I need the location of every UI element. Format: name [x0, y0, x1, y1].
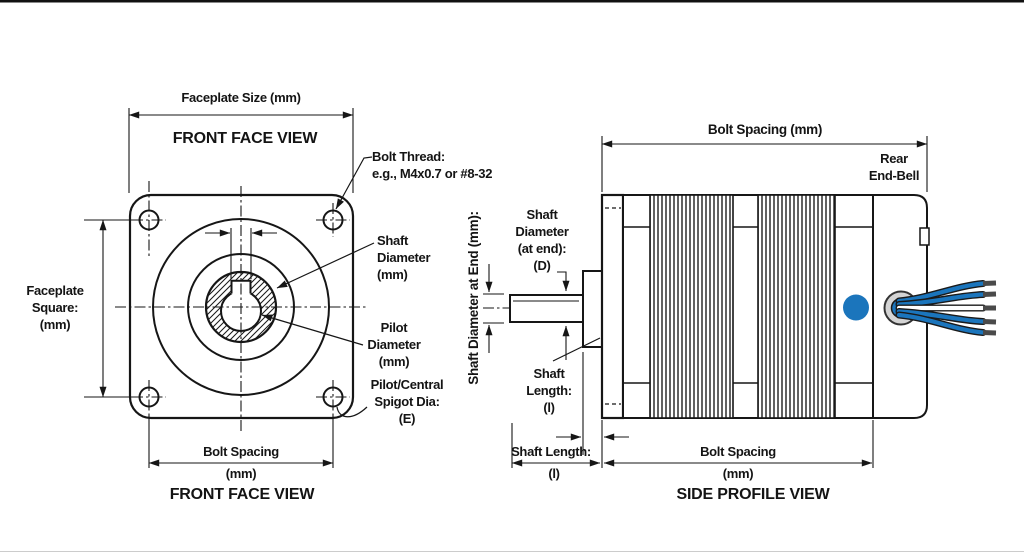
dim-unit-bolt-spacing-bottom: (mm): [722, 466, 754, 481]
callout-rear-end-bell: Rear End-Bell: [868, 151, 920, 183]
callout-pilot-diameter: Pilot Diameter (mm): [367, 320, 421, 369]
lamination-stack-rear: [757, 194, 836, 419]
shaft-length-leader: [552, 337, 601, 362]
dim-label-bolt-spacing-top: Bolt Spacing (mm): [707, 122, 823, 137]
wire-4: [896, 309, 986, 324]
pilot-diameter-leader: [261, 314, 364, 346]
dim-label-shaft-length: Shaft Length:: [511, 444, 591, 459]
callout-shaft-dia-at-end: Shaft Diameter (at end): (D): [515, 207, 569, 273]
pilot-spigot-leader: [336, 406, 368, 418]
dim-label-faceplate-size: Faceplate Size (mm): [181, 90, 301, 105]
callout-pilot-spigot: Pilot/Central Spigot Dia: (E): [370, 377, 444, 426]
front-face-view-title-bottom: FRONT FACE VIEW: [169, 486, 315, 503]
front-view-leaders: [261, 156, 375, 418]
lead-wires: [895, 280, 997, 336]
side-view-dimensions: [483, 136, 928, 468]
dim-unit-shaft-length: (l): [548, 466, 560, 481]
axis-label-shaft-diameter-at-end: Shaft Diameter at End (mm):: [466, 211, 482, 385]
side-profile-view-title: SIDE PROFILE VIEW: [676, 486, 830, 503]
wire-2: [896, 292, 986, 307]
keyway: [230, 279, 252, 294]
front-flange: [600, 193, 625, 420]
callout-shaft-length: Shaft Length: (l): [526, 366, 572, 415]
motor-shaft: [509, 294, 584, 323]
side-view-geometry: [483, 193, 930, 420]
dim-label-faceplate-square: Faceplate Square: (mm): [26, 283, 84, 332]
wire-1: [896, 281, 986, 304]
shaft-boss: [582, 270, 603, 348]
lamination-stack-front: [649, 194, 734, 419]
wire-tips: [982, 280, 997, 336]
blue-dot-marker: [843, 294, 869, 321]
callout-bolt-thread: Bolt Thread: e.g., M4x0.7 or #8-32: [372, 149, 493, 181]
wire-5: [896, 312, 986, 335]
dim-label-bolt-spacing-front: Bolt Spacing: [203, 444, 279, 459]
dim-unit-bolt-spacing-front: (mm): [225, 466, 257, 481]
front-face-view-title-top: FRONT FACE VIEW: [172, 130, 318, 147]
front-view-dimensions: [84, 108, 354, 468]
shaft-dia-at-end-leader: [557, 271, 570, 292]
callout-shaft-diameter: Shaft Diameter (mm): [377, 233, 431, 282]
shaft-diameter-leader: [276, 242, 375, 289]
bolt-thread-leader: [335, 156, 373, 210]
page-top-edge: [0, 0, 1024, 3]
end-bell-tab: [919, 227, 930, 246]
dim-label-bolt-spacing-bottom: Bolt Spacing: [700, 444, 776, 459]
